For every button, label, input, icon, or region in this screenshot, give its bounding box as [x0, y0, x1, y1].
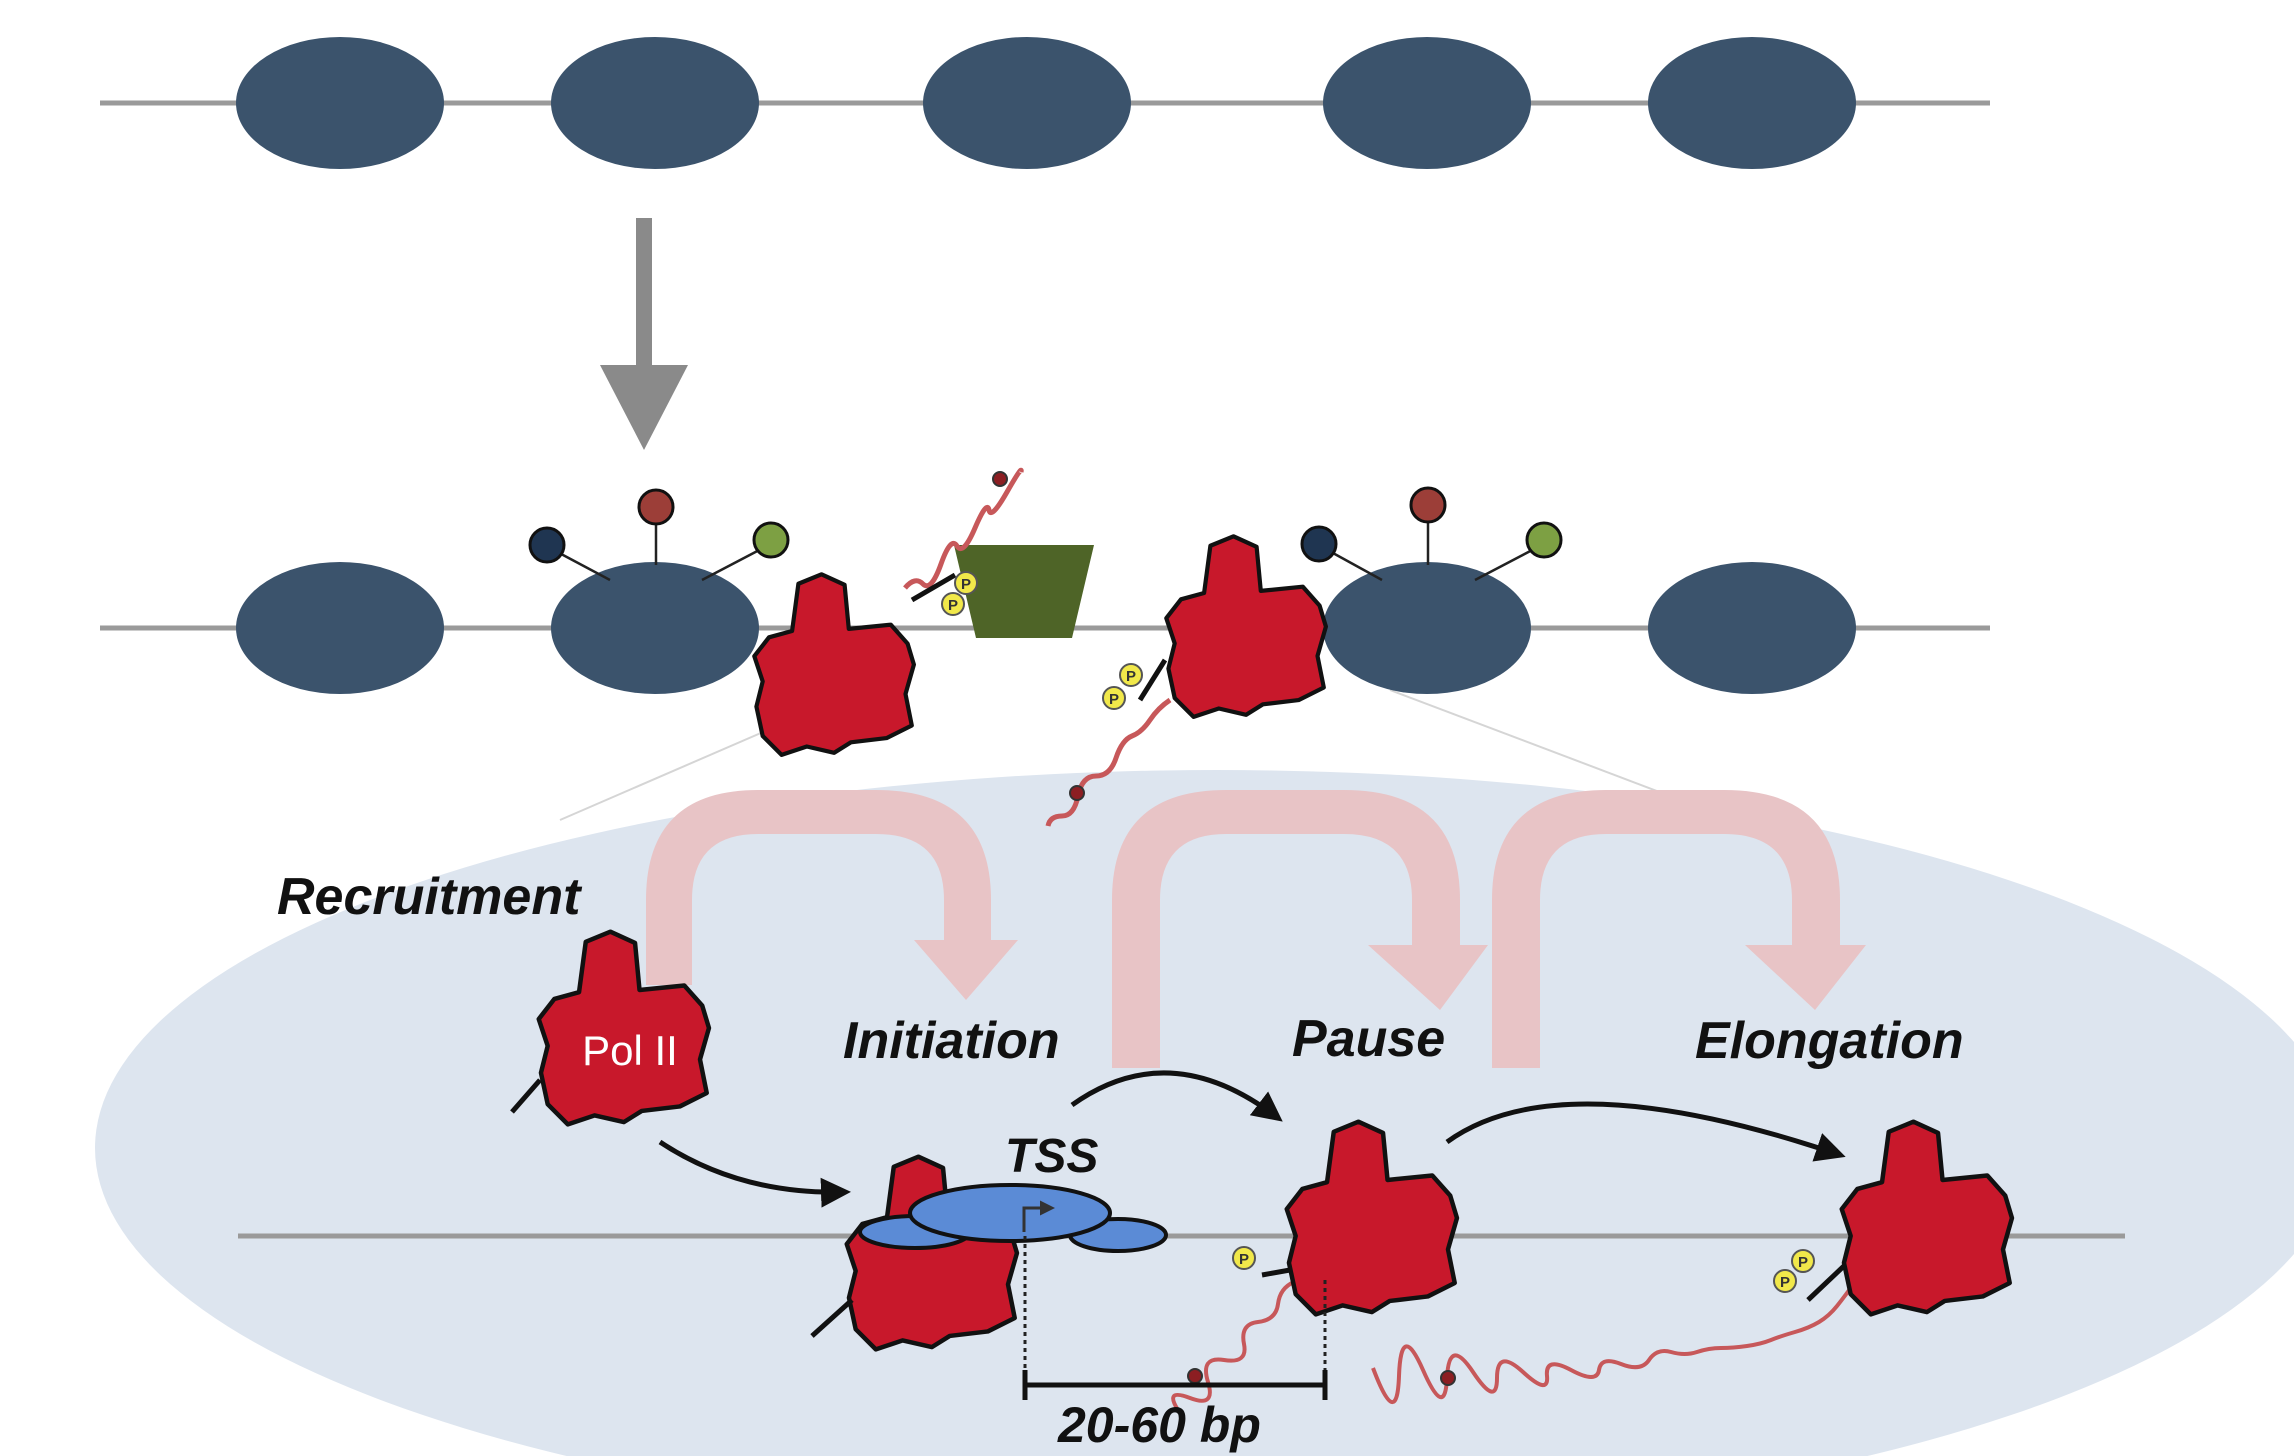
pause-label: Pause	[1292, 1010, 1445, 1068]
mark-blue-icon	[1300, 525, 1338, 563]
nucleosome	[1648, 37, 1856, 169]
nascent-rna	[1045, 697, 1172, 827]
histone-marks-left	[528, 488, 790, 582]
tss-arrow-icon	[1022, 1200, 1055, 1232]
phosphate-icon	[941, 592, 965, 616]
phospho-label: P	[1780, 1274, 1790, 1291]
nascent-rna	[903, 467, 1024, 590]
pol-ii-icon	[754, 574, 914, 755]
phosphate-icon	[1773, 1269, 1797, 1293]
nucleosome	[236, 562, 444, 694]
recruitment-label: Recruitment	[277, 868, 583, 926]
pol-ii-label: Pol II	[582, 1027, 678, 1074]
zoom-region	[95, 770, 2294, 1456]
tss-label: TSS	[1005, 1130, 1098, 1183]
elongation-label: Elongation	[1695, 1012, 1964, 1070]
nascent-rna	[1171, 1280, 1295, 1412]
initiation-label: Initiation	[843, 1012, 1060, 1070]
mark-red-icon	[637, 488, 675, 526]
nucleosome	[1323, 37, 1531, 169]
nucleosome	[551, 37, 759, 169]
arrow-initiation-to-pause	[1070, 1070, 1283, 1122]
down-arrow-icon	[600, 218, 688, 450]
phosphate-icon	[1102, 686, 1126, 710]
nucleosome	[1648, 562, 1856, 694]
arrow-pause-to-elongation	[1445, 1101, 1846, 1162]
arrow-recruitment-to-initiation	[658, 1139, 851, 1208]
recruitment-pol-ii: Pol II	[510, 932, 709, 1125]
nucleosome	[1323, 562, 1531, 694]
phospho-label: P	[1239, 1251, 1249, 1268]
stage-arrows	[646, 790, 1866, 1068]
distance-label: 20-60 bp	[1057, 1397, 1261, 1453]
phosphate-icon	[1232, 1246, 1256, 1270]
pol-ii-icon	[1166, 536, 1326, 717]
mark-blue-icon	[528, 526, 566, 564]
top-chromatin	[100, 37, 1990, 169]
nucleosome	[551, 562, 759, 694]
mark-green-icon	[1525, 521, 1563, 559]
mark-red-icon	[1409, 486, 1447, 524]
phospho-label: P	[948, 597, 958, 614]
phospho-label: P	[1109, 691, 1119, 708]
elongation-pol-ii: P P	[1371, 1122, 2012, 1404]
phosphate-icon	[954, 571, 978, 595]
transcription-factor-icon	[954, 545, 1094, 638]
nucleosome	[236, 37, 444, 169]
histone-marks-right	[1300, 486, 1563, 582]
distance-bracket	[1022, 1236, 1328, 1400]
middle-chromatin: P P P P	[100, 467, 1990, 827]
nucleosome	[923, 37, 1131, 169]
mark-green-icon	[752, 521, 790, 559]
phospho-label: P	[1798, 1254, 1808, 1271]
phosphate-icon	[1791, 1249, 1815, 1273]
phospho-label: P	[1126, 668, 1136, 685]
gtf-icon	[908, 1183, 1112, 1243]
pause-pol-ii: P	[1171, 1122, 1457, 1412]
phospho-label: P	[961, 576, 971, 593]
initiation-complex	[810, 1157, 1168, 1350]
phosphate-icon	[1119, 663, 1143, 687]
